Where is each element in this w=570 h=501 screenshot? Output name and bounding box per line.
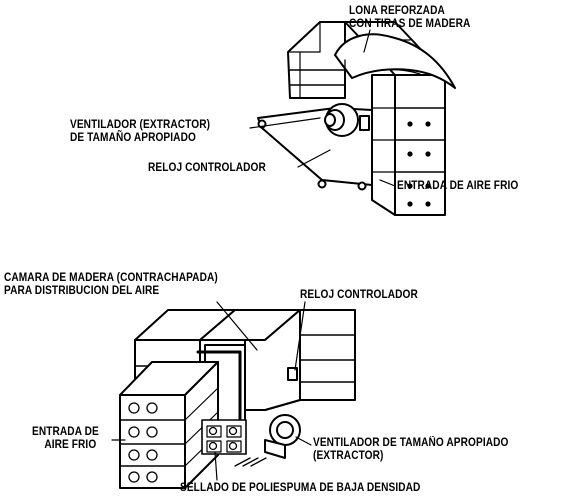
- label-camara-line2: PARA DISTRIBUCION DEL AIRE: [4, 285, 160, 297]
- label-entrada-bottom-line1: ENTRADA DE: [32, 426, 99, 438]
- bottom-air-holes: [128, 402, 238, 483]
- top-fan-platform: [257, 103, 373, 191]
- label-reloj-top: RELOJ CONTROLADOR: [148, 162, 266, 175]
- label-reloj-bottom-text: RELOJ CONTROLADOR: [300, 289, 418, 301]
- label-sellado-text: SELLADO DE POLIESPUMA DE BAJA DENSIDAD: [180, 482, 421, 494]
- label-ventilador-top: VENTILADOR (EXTRACTOR) DE TAMAÑO APROPIA…: [70, 119, 210, 145]
- label-lona-line2: CON TIRAS DE MADERA: [349, 18, 471, 30]
- label-lona-line1: LONA REFORZADA: [349, 5, 445, 17]
- label-reloj-top-text: RELOJ CONTROLADOR: [148, 162, 266, 174]
- label-lona-reforzada: LONA REFORZADA CON TIRAS DE MADERA: [349, 5, 470, 31]
- label-entrada-top-text: ENTRADA DE AIRE FRIO: [397, 180, 519, 192]
- top-leader-lines: [249, 29, 396, 187]
- bottom-airflow-arrows: [234, 457, 267, 467]
- label-camara: CAMARA DE MADERA (CONTRACHAPADA) PARA DI…: [4, 272, 218, 298]
- label-entrada-bottom-line2: AIRE FRIO: [44, 439, 97, 451]
- label-sellado: SELLADO DE POLIESPUMA DE BAJA DENSIDAD: [180, 482, 420, 495]
- label-ventilador-bottom-line2: (EXTRACTOR): [313, 450, 384, 462]
- label-entrada-bottom: ENTRADA DE AIRE FRIO: [32, 426, 99, 452]
- label-ventilador-top-line2: DE TAMAÑO APROPIADO: [70, 132, 196, 144]
- bottom-leader-lines: [111, 301, 312, 481]
- label-ventilador-bottom: VENTILADOR DE TAMAÑO APROPIADO (EXTRACTO…: [313, 437, 508, 463]
- label-reloj-bottom: RELOJ CONTROLADOR: [300, 289, 418, 302]
- label-ventilador-bottom-line1: VENTILADOR DE TAMAÑO APROPIADO: [313, 437, 509, 449]
- top-air-holes: [407, 121, 431, 207]
- label-ventilador-top-line1: VENTILADOR (EXTRACTOR): [70, 119, 211, 131]
- bottom-pallet-stack: [119, 309, 356, 489]
- label-camara-line1: CAMARA DE MADERA (CONTRACHAPADA): [4, 272, 218, 284]
- label-entrada-top: ENTRADA DE AIRE FRIO: [397, 180, 518, 193]
